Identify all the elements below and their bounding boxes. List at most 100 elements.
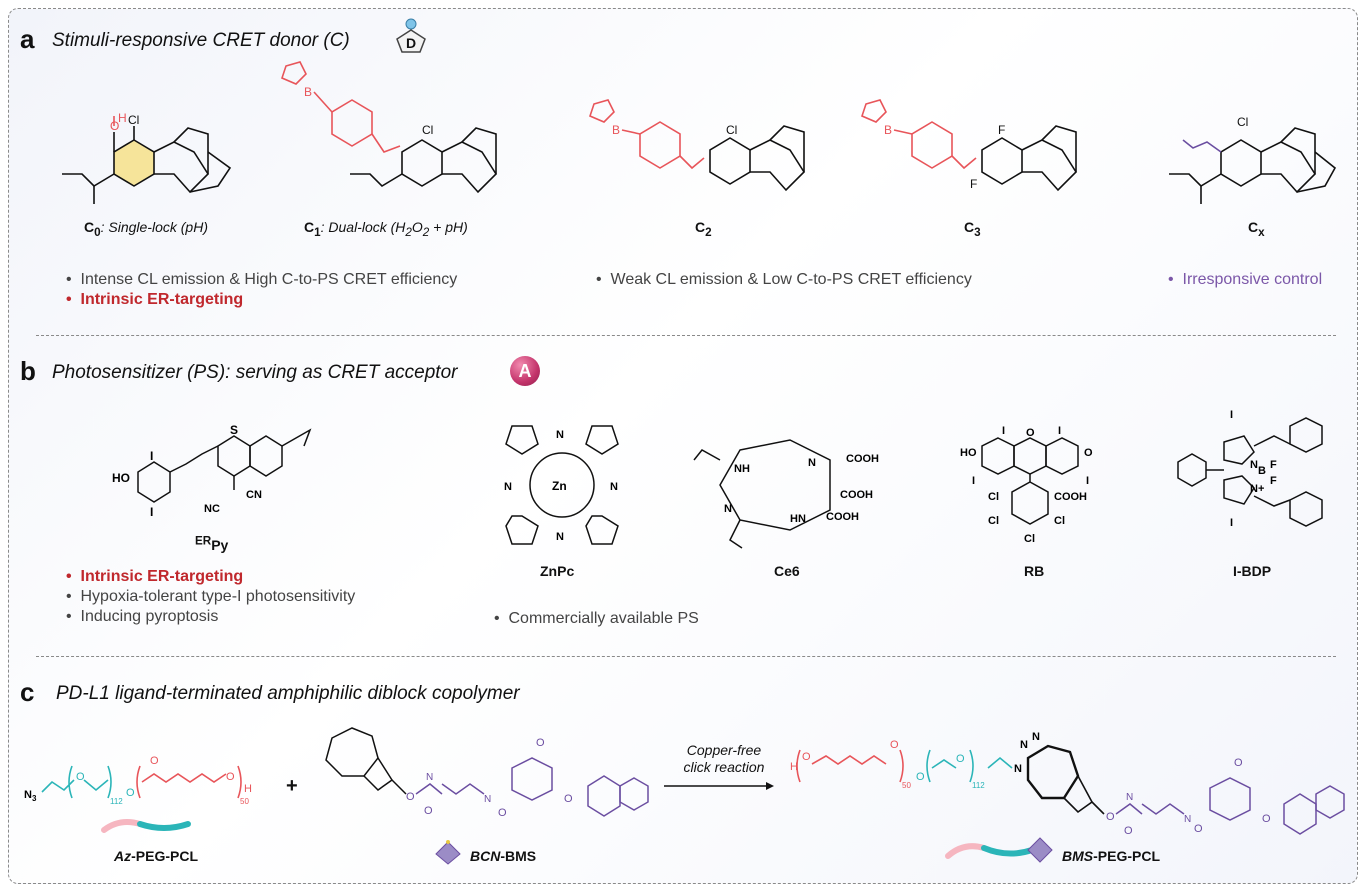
compound-erpy-label: ERPy	[195, 534, 229, 553]
erpy-hydroxyl-label: HO	[112, 471, 130, 485]
bms-peg-repeat-label: 112	[972, 781, 985, 790]
rb-cl-1-label: Cl	[988, 491, 999, 503]
bcn-bms-label: BCN-BMS	[470, 848, 537, 864]
rb-iodine-3-label: I	[972, 475, 975, 487]
ce6-cooh-2-label: COOH	[840, 489, 873, 501]
ibdp-nplus-label: N+	[1250, 483, 1264, 495]
az-peg-repeat-label: 112	[110, 797, 123, 806]
c1-boron-label: B	[304, 85, 312, 99]
compound-ce6-structure: NH N N HN COOH COOH COOH	[693, 439, 879, 549]
section-b-bullet-left-2: • Hypoxia-tolerant type-I photosensitivi…	[66, 588, 356, 605]
compound-ibdp-label: I-BDP	[1233, 563, 1272, 579]
rb-cooh-label: COOH	[1054, 491, 1087, 503]
section-b-bullet-left-1: • Intrinsic ER-targeting	[66, 568, 244, 585]
az-peg-pcl-label: Az-PEG-PCL	[114, 848, 199, 864]
bcn-ether-o-label: O	[564, 793, 573, 805]
section-b-bullet-middle: • Commercially available PS	[494, 610, 699, 627]
bms-linker-o-label: O	[916, 771, 925, 783]
az-azide-label: N3	[24, 789, 37, 803]
reaction-arrow-icon	[664, 782, 774, 790]
section-a-bullet-right: • Irresponsive control	[1168, 271, 1323, 288]
donor-badge-icon: D	[396, 18, 426, 53]
compound-c3-structure: B F F	[861, 99, 1078, 192]
c2-boron-label: B	[612, 123, 620, 137]
erpy-cn-label: CN	[246, 489, 262, 501]
bcn-amide-n-label: N	[426, 772, 433, 783]
compound-c0-structure: O H Cl	[62, 111, 232, 204]
bms-ether-o-label: O	[1262, 813, 1271, 825]
section-a-letter: a	[20, 24, 35, 54]
znpc-n-bottom-label: N	[556, 531, 564, 543]
compound-ce6-label: Ce6	[774, 563, 800, 579]
rb-cl-3-label: Cl	[1054, 515, 1065, 527]
az-pcl-o-label: O	[226, 771, 235, 783]
ibdp-iodine-bottom-label: I	[1230, 517, 1233, 529]
compound-znpc-label: ZnPc	[540, 563, 575, 579]
compound-rb-structure: HO O O I I I I COOH Cl Cl Cl Cl	[960, 425, 1093, 545]
c2-chlorine-label: Cl	[726, 123, 737, 137]
rb-cl-2-label: Cl	[988, 515, 999, 527]
compound-c2-label: C2	[695, 219, 712, 239]
rb-hydroxyl-label: HO	[960, 447, 977, 459]
compound-erpy-structure: HO I I S CN NC	[112, 423, 312, 519]
rb-ring-oxygen-label: O	[1026, 427, 1035, 439]
compound-cx-structure: Cl	[1169, 115, 1337, 204]
bms-terminal-h-label: H	[790, 761, 798, 773]
bms-methoxy-1-label: O	[1234, 757, 1243, 769]
erpy-nc-label: NC	[204, 503, 220, 515]
bms-methoxy-2-label: O	[1194, 823, 1203, 835]
bcn-methoxy-2-label: O	[498, 807, 507, 819]
c3-fluorine-bottom-label: F	[970, 177, 977, 191]
compound-c1-label: C1: Dual-lock (H2O2 + pH)	[304, 219, 468, 239]
rb-cl-4-label: Cl	[1024, 533, 1035, 545]
bcn-amine-n-label: N	[484, 794, 491, 805]
az-terminal-h-label: H	[244, 783, 252, 795]
compound-rb-label: RB	[1024, 563, 1045, 579]
ce6-cooh-3-label: COOH	[826, 511, 859, 523]
rb-iodine-2-label: I	[1058, 425, 1061, 437]
c3-boron-label: B	[884, 123, 892, 137]
erpy-iodine-top-label: I	[150, 449, 153, 463]
compound-c2-structure: B Cl	[589, 99, 806, 192]
ce6-n-bottom-label: N	[724, 503, 732, 515]
divider-bc	[36, 656, 1336, 657]
section-a-bullet-middle: • Weak CL emission & Low C-to-PS CRET ef…	[596, 271, 972, 288]
erpy-sulfur-label: S	[230, 423, 238, 437]
znpc-zinc-label: Zn	[552, 479, 567, 493]
erpy-iodine-bottom-label: I	[150, 505, 153, 519]
donor-badge-label: D	[406, 35, 416, 51]
bms-amine-n-label: N	[1184, 814, 1191, 825]
acceptor-badge-icon: A	[510, 356, 540, 386]
ibdp-iodine-top-label: I	[1230, 409, 1233, 421]
az-polymer-chain-icon	[101, 819, 191, 833]
az-linker-o-label: O	[126, 787, 135, 799]
rb-iodine-1-label: I	[1002, 425, 1005, 437]
bcn-carbamate-o-label: O	[406, 791, 415, 803]
section-b-bullet-left-3: • Inducing pyroptosis	[66, 608, 219, 625]
bms-triazole-n3-label: N	[1032, 731, 1040, 743]
c0-hydrogen-label: H	[118, 111, 127, 125]
ibdp-f-1-label: F	[1270, 459, 1277, 471]
bms-pcl-carbonyl-label: O	[890, 739, 899, 751]
bms-carbamate-o-label: O	[1106, 811, 1115, 823]
bms-peg-pcl-label: BMS-PEG-PCL	[1062, 848, 1161, 864]
ce6-cooh-1-label: COOH	[846, 453, 879, 465]
compound-ibdp-structure: N B F F N+ I I	[1177, 409, 1323, 529]
compound-c3-label: C3	[964, 219, 981, 239]
section-b-letter: b	[20, 356, 36, 386]
c0-oxygen-label: O	[110, 119, 119, 133]
compound-az-peg-pcl-structure: N3 O 112 O O O H 50	[24, 755, 252, 806]
section-c-title: PD-L1 ligand-terminated amphiphilic dibl…	[56, 683, 520, 704]
bms-amide-n-label: N	[1126, 792, 1133, 803]
znpc-n-top-label: N	[556, 429, 564, 441]
bms-pcl-repeat-label: 50	[902, 781, 911, 790]
ibdp-f-2-label: F	[1270, 475, 1277, 487]
section-a-bullet-left-2: • Intrinsic ER-targeting	[66, 291, 244, 308]
figure-frame	[8, 8, 1358, 884]
compound-bcn-bms-structure: O O N N O O O	[325, 727, 649, 819]
divider-ab	[36, 335, 1336, 336]
ibdp-boron-label: B	[1258, 465, 1266, 477]
section-a-bullet-left-1: • Intense CL emission & High C-to-PS CRE…	[66, 271, 458, 288]
section-a-title: Stimuli-responsive CRET donor (C)	[52, 30, 350, 51]
bms-triazole-n1-label: N	[1014, 763, 1022, 775]
